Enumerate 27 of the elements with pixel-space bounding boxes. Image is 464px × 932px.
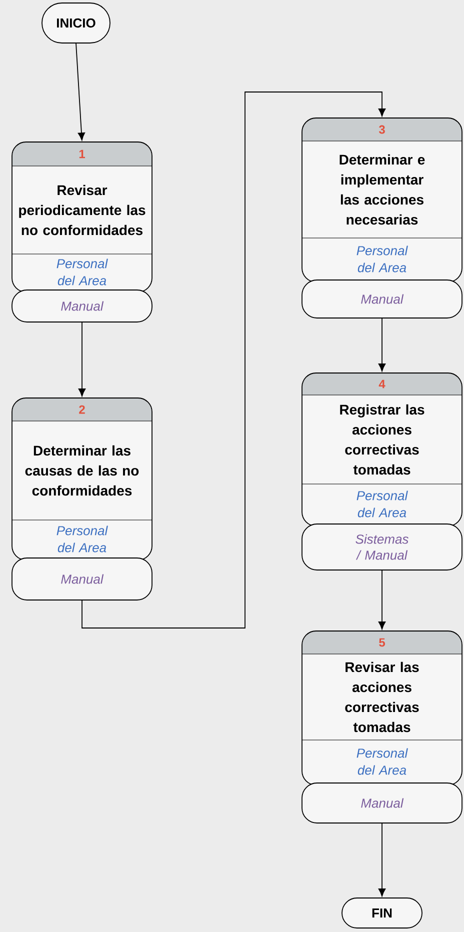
arrow (82, 92, 386, 628)
responsible-label: Personal del Area (356, 246, 408, 272)
step-description: Registrar las acciones correctivas tomadas (340, 404, 424, 475)
end-terminal: FIN (342, 898, 422, 928)
arrow (76, 43, 86, 140)
step-number: 4 (378, 380, 386, 388)
arrow (378, 570, 386, 630)
step-number: 3 (378, 125, 385, 134)
method-box: Sistemas / Manual (302, 524, 462, 570)
arrow (378, 823, 386, 896)
step-description: Revisar periodicamente las no conformidades (19, 184, 146, 236)
method-box: Manual (302, 280, 462, 318)
arrow (378, 318, 386, 372)
method-box: Manual (302, 782, 462, 824)
step-description: Revisar las acciones correctivas tomadas (345, 662, 419, 732)
step-number: 1 (79, 150, 85, 158)
step-description: Determinar las causas de las no conformidades (25, 445, 139, 496)
responsible-label: Personal del Area (356, 490, 408, 518)
step-description: Determinar e implementar las acciones necesarias (340, 154, 425, 225)
responsible-label: Personal del Area (56, 258, 108, 286)
step-number: 2 (79, 405, 85, 414)
responsible-label: Personal del Area (56, 526, 108, 552)
arrow (78, 322, 86, 396)
responsible-label: Personal del Area (356, 748, 408, 775)
method-box: Manual (12, 558, 152, 600)
step-number: 5 (379, 638, 385, 647)
method-box: Manual (12, 290, 152, 322)
